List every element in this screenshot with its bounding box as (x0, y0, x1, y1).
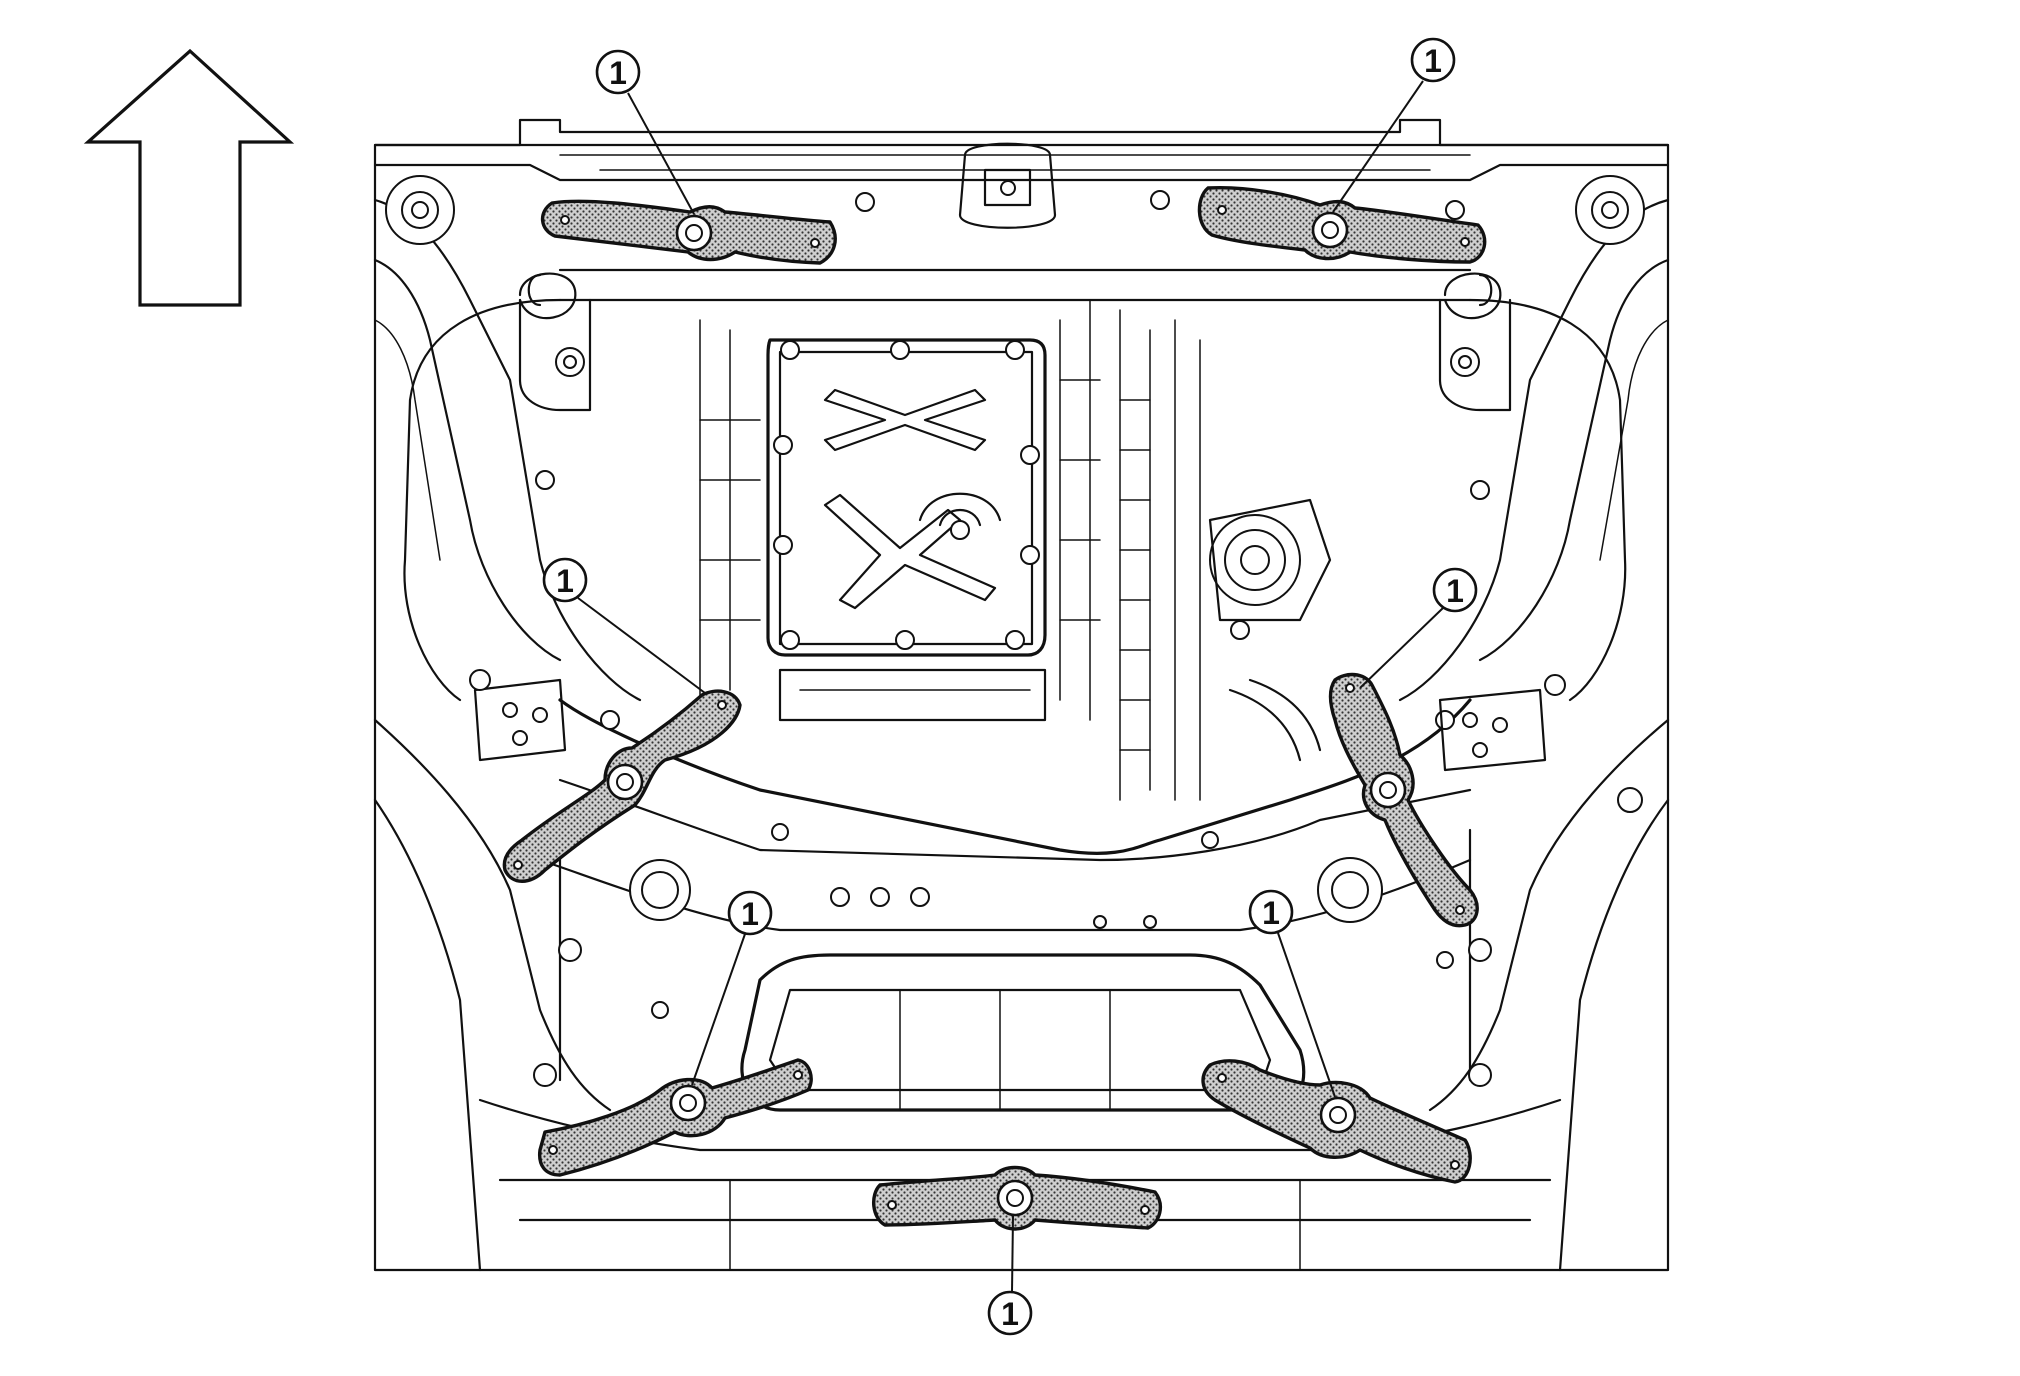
svg-text:1: 1 (609, 55, 627, 91)
callout-1-rear-right: 1 (1248, 889, 1336, 1098)
brace-rear-left (537, 1058, 813, 1177)
svg-text:1: 1 (1446, 573, 1464, 609)
subframe-drawing (373, 118, 1670, 1272)
brace-rear-right (1201, 1059, 1472, 1184)
callout-1-front-left: 1 (595, 49, 695, 215)
svg-text:1: 1 (556, 563, 574, 599)
callout-1-rear-left: 1 (691, 890, 773, 1086)
brace-middle-right (1328, 672, 1479, 928)
svg-text:1: 1 (1424, 43, 1442, 79)
callout-1-middle-right: 1 (1359, 567, 1478, 689)
brace-rear-center (872, 1165, 1163, 1231)
callout-1-middle-left: 1 (542, 557, 706, 694)
brace-front-left (540, 199, 837, 265)
brace-middle-left (502, 689, 742, 883)
svg-text:1: 1 (741, 896, 759, 932)
front-direction-arrow (83, 48, 295, 307)
svg-text:1: 1 (1262, 895, 1280, 931)
brace-front-right (1197, 185, 1487, 264)
callout-1-rear-center: 1 (987, 1215, 1033, 1336)
callout-1-front-right: 1 (1332, 37, 1456, 213)
svg-text:1: 1 (1001, 1296, 1019, 1332)
